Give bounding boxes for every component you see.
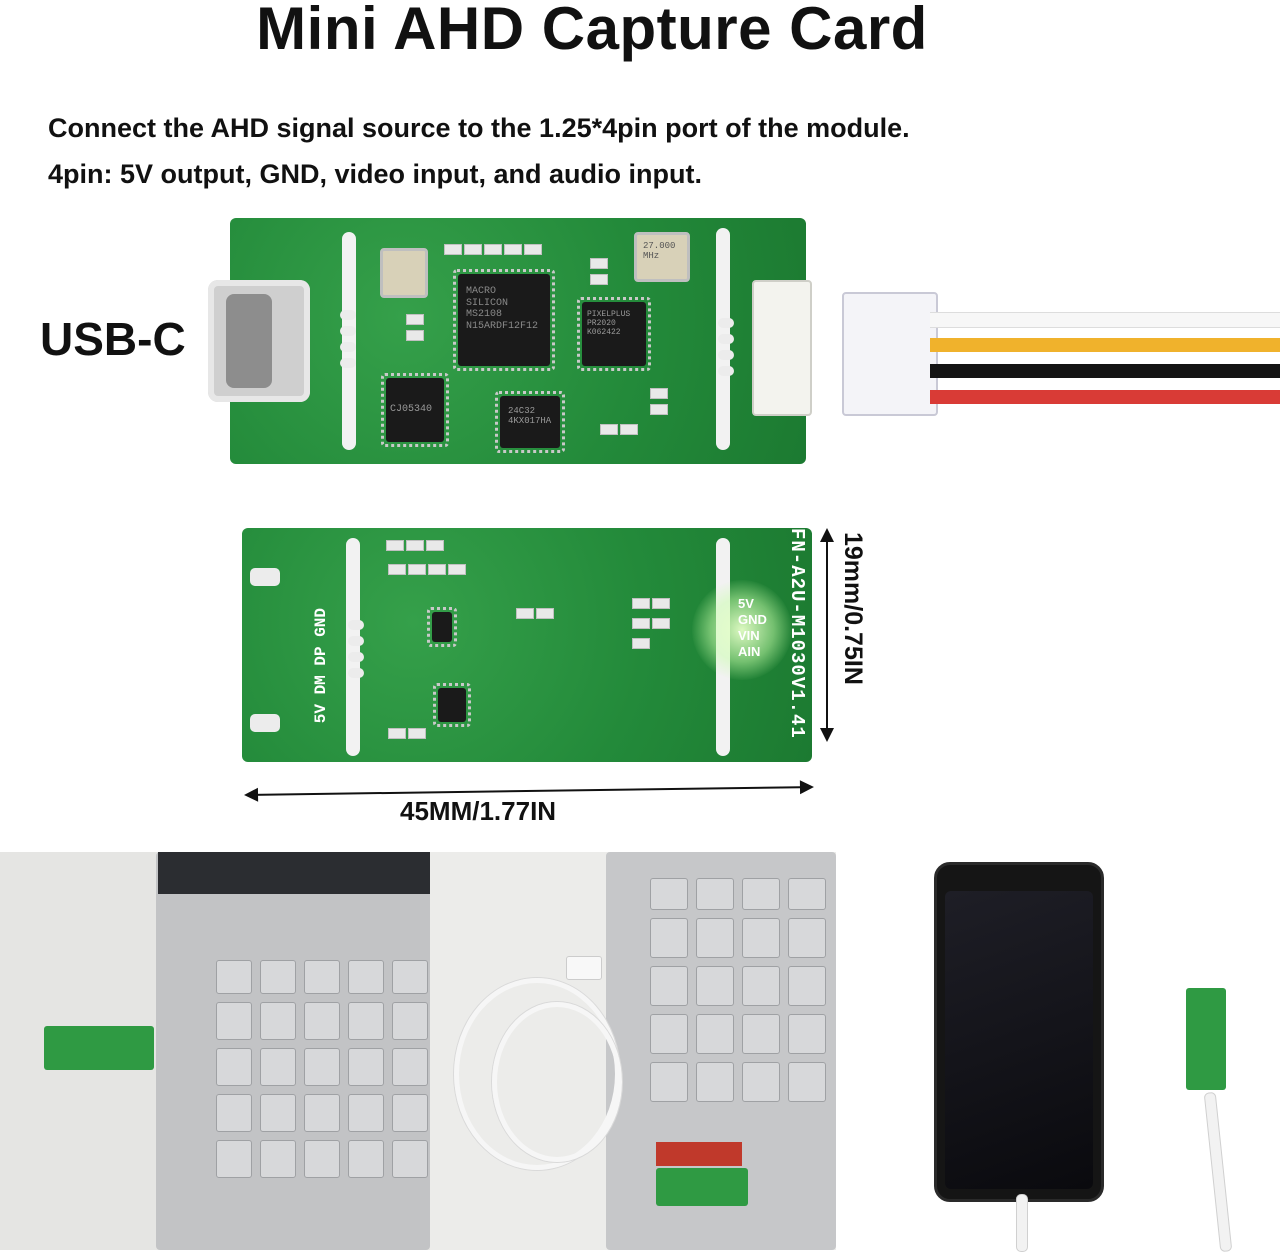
crystal-marking: 27.000 MHz	[643, 241, 676, 261]
pad	[348, 668, 364, 678]
smd-component	[428, 564, 446, 575]
pad	[348, 636, 364, 646]
pad	[718, 318, 734, 328]
smd-component	[406, 330, 424, 341]
decoder-chip-marking: PIXELPLUS PR2020 K062422	[587, 310, 631, 338]
smd-component	[388, 564, 406, 575]
smd-component	[650, 388, 668, 399]
smd-component	[652, 618, 670, 629]
smd-component	[632, 618, 650, 629]
pcb-slot-left	[342, 232, 356, 450]
usb-pin-labels: 5V DM DP GND	[312, 608, 330, 724]
pin-highlight-glow	[692, 580, 792, 680]
4pin-plug	[842, 292, 938, 416]
board-model-label: FN-A2U-M1030V1.41	[786, 528, 808, 739]
photo-cable-connection	[430, 852, 836, 1250]
smd-component	[448, 564, 466, 575]
smd-component	[524, 244, 542, 255]
usb-c-port	[208, 280, 310, 402]
pcb-top-view: MACRO SILICON MS2108 N15ARDF12F12 PIXELP…	[208, 218, 812, 464]
pad	[340, 326, 356, 336]
pad	[718, 366, 734, 376]
smd-component	[516, 608, 534, 619]
smd-component	[406, 314, 424, 325]
pcb-slot-left	[346, 538, 360, 756]
pin-label-ain: AIN	[738, 644, 761, 659]
4pin-connector	[752, 280, 812, 416]
wire-red	[930, 390, 1280, 404]
pad	[340, 342, 356, 352]
usb-c-label: USB-C	[40, 313, 186, 365]
height-dimension-label: 19mm/0.75IN	[839, 532, 867, 685]
pin-label-5v: 5V	[738, 596, 754, 611]
pin-labels: 5V GND VIN AIN	[738, 596, 767, 660]
smd-component	[632, 638, 650, 649]
laptop-keyboard	[216, 960, 430, 1178]
smd-component	[504, 244, 522, 255]
description-line-2: 4pin: 5V output, GND, video input, and a…	[48, 159, 702, 189]
pad	[340, 310, 356, 320]
laptop-keyboard	[650, 878, 836, 1102]
usb-ic-chip: CJ05340	[381, 373, 449, 447]
eeprom-chip-marking: 24C32 4KX017HA	[508, 406, 552, 427]
photo-laptop-usage	[0, 852, 430, 1250]
smd-component	[388, 728, 406, 739]
smd-component	[426, 540, 444, 551]
crystal-27mhz: 27.000 MHz	[634, 232, 690, 282]
smd-component	[536, 608, 554, 619]
eeprom-chip: 24C32 4KX017HA	[495, 391, 565, 453]
page-title: Mini AHD Capture Card	[256, 0, 928, 62]
wire-white	[930, 312, 1280, 328]
decoder-chip-pr2020: PIXELPLUS PR2020 K062422	[577, 297, 651, 371]
main-chip-ms2108: MACRO SILICON MS2108 N15ARDF12F12	[453, 269, 555, 371]
smd-component	[650, 404, 668, 415]
capture-card-photo	[656, 1168, 748, 1206]
phone-cable	[1016, 1194, 1028, 1252]
usb-ic-marking: CJ05340	[390, 404, 433, 415]
description-line-1: Connect the AHD signal source to the 1.2…	[48, 113, 910, 143]
width-dimension-label: 45MM/1.77IN	[400, 796, 557, 826]
pad	[348, 620, 364, 630]
pad	[340, 358, 356, 368]
smd-component	[652, 598, 670, 609]
smd-component	[386, 540, 404, 551]
pad	[718, 334, 734, 344]
wire-yellow	[930, 338, 1280, 352]
laptop-screen-edge	[158, 852, 430, 894]
bottom-chip	[433, 683, 471, 727]
usb-plug	[566, 956, 602, 980]
smd-component	[408, 564, 426, 575]
pin-label-gnd: GND	[738, 612, 767, 627]
sticker	[656, 1142, 742, 1166]
smd-component	[620, 424, 638, 435]
crystal-small	[380, 248, 428, 298]
pad	[348, 652, 364, 662]
pad	[250, 714, 280, 732]
smd-component	[590, 274, 608, 285]
smd-component	[632, 598, 650, 609]
main-chip-marking: MACRO SILICON MS2108 N15ARDF12F12	[466, 286, 539, 332]
usb-cable-loop-inner	[492, 1002, 622, 1162]
pad	[718, 350, 734, 360]
smd-component	[444, 244, 462, 255]
smd-component	[406, 540, 424, 551]
capture-card-photo	[1186, 988, 1226, 1090]
bottom-chip-small	[427, 607, 457, 647]
pin-label-vin: VIN	[738, 628, 760, 643]
smd-component	[484, 244, 502, 255]
smd-component	[464, 244, 482, 255]
capture-card-photo	[44, 1026, 154, 1070]
pad	[250, 568, 280, 586]
height-dimension-arrow	[820, 528, 834, 742]
wire-black	[930, 364, 1280, 378]
smd-component	[600, 424, 618, 435]
smd-component	[408, 728, 426, 739]
width-dimension-arrow	[248, 786, 810, 796]
smd-component	[590, 258, 608, 269]
smartphone	[934, 862, 1104, 1202]
